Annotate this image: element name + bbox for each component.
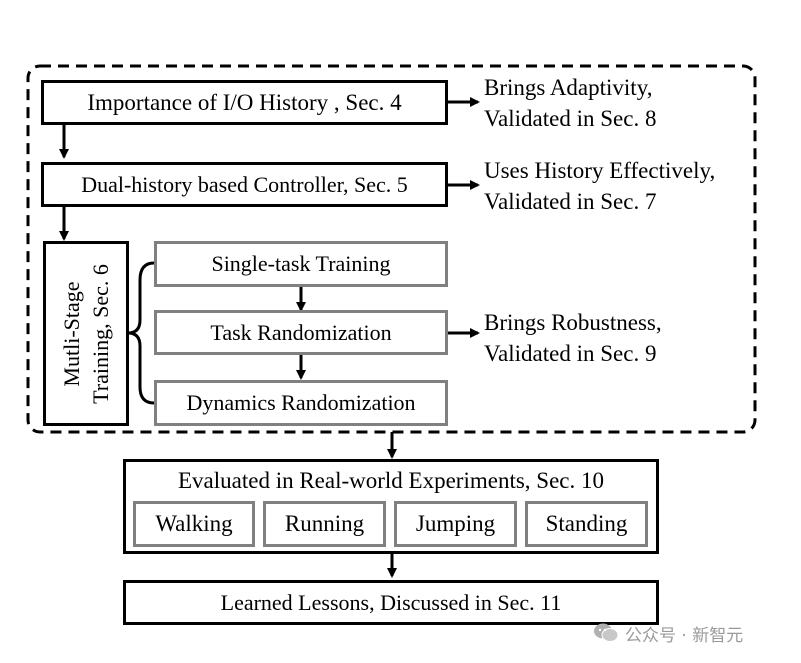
adaptivity-note-line1: Brings Adaptivity,: [484, 75, 653, 100]
io-history-label: Importance of I/O History , Sec. 4: [87, 89, 402, 115]
experiment-running: Running: [263, 501, 386, 547]
robustness-note: Brings Robustness, Validated in Sec. 9: [484, 307, 662, 369]
learned-lessons-box: Learned Lessons, Discussed in Sec. 11: [123, 580, 659, 625]
experiment-jumping: Jumping: [394, 501, 517, 547]
adaptivity-note-line2: Validated in Sec. 8: [484, 106, 657, 131]
training-stage-brace: [127, 261, 155, 405]
multi-stage-label-line2: Training, Sec. 6: [88, 263, 113, 404]
experiment-walking: Walking: [133, 501, 255, 547]
experiment-jumping-label: Jumping: [415, 511, 496, 536]
watermark-text: 公众号 · 新智元: [625, 625, 744, 646]
dynamics-randomization-box: Dynamics Randomization: [154, 380, 448, 426]
experiment-standing: Standing: [525, 501, 648, 547]
experiment-running-label: Running: [284, 511, 365, 536]
single-task-training-box: Single-task Training: [154, 241, 448, 287]
evaluated-box: Evaluated in Real-world Experiments, Sec…: [123, 459, 659, 554]
learned-lessons-label: Learned Lessons, Discussed in Sec. 11: [220, 589, 562, 615]
history-note: Uses History Effectively, Validated in S…: [484, 155, 715, 217]
task-randomization-label: Task Randomization: [210, 319, 392, 345]
watermark: 公众号 · 新智元: [593, 618, 743, 648]
dual-history-label: Dual-history based Controller, Sec. 5: [81, 171, 408, 197]
history-note-line1: Uses History Effectively,: [484, 158, 716, 183]
dual-history-box: Dual-history based Controller, Sec. 5: [41, 162, 448, 207]
experiment-walking-label: Walking: [155, 511, 233, 536]
io-history-box: Importance of I/O History , Sec. 4: [41, 80, 448, 125]
multi-stage-training-box: Mutli-Stage Training, Sec. 6: [43, 241, 129, 426]
multi-stage-label-line1: Mutli-Stage: [59, 280, 84, 387]
evaluated-label: Evaluated in Real-world Experiments, Sec…: [177, 468, 605, 493]
dashed-group-outline: [26, 64, 757, 434]
robustness-note-line2: Validated in Sec. 9: [484, 341, 657, 366]
experiment-standing-label: Standing: [545, 511, 628, 536]
chat-bubbles-icon: [594, 623, 619, 642]
adaptivity-note: Brings Adaptivity, Validated in Sec. 8: [484, 72, 656, 134]
single-task-training-label: Single-task Training: [211, 251, 391, 276]
task-randomization-box: Task Randomization: [154, 310, 448, 355]
robustness-note-line1: Brings Robustness,: [484, 310, 662, 335]
dynamics-randomization-label: Dynamics Randomization: [186, 390, 416, 415]
history-note-line2: Validated in Sec. 7: [484, 189, 657, 214]
